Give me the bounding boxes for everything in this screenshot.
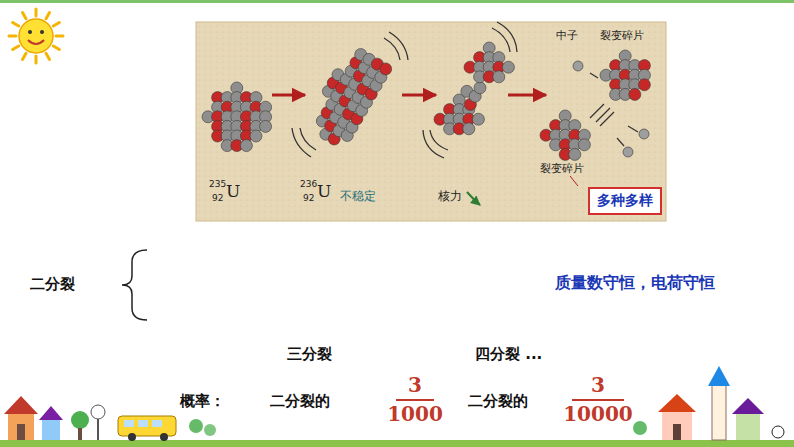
element-symbol: U bbox=[317, 182, 331, 201]
denominator: 1000 bbox=[387, 403, 443, 425]
conservation-note: 质量数守恒，电荷守恒 bbox=[555, 274, 715, 292]
numerator: 3 bbox=[408, 374, 422, 396]
atomic-number: 92 bbox=[212, 194, 223, 204]
note-box: 多种多样 bbox=[588, 187, 662, 215]
sun-icon bbox=[9, 9, 63, 63]
note-text: 多种多样 bbox=[597, 192, 653, 210]
scenery bbox=[0, 366, 794, 447]
force-arrow bbox=[467, 192, 480, 205]
brace bbox=[122, 250, 147, 320]
mass-number: 235 bbox=[209, 180, 226, 190]
fragment-label: 裂变碎片 bbox=[600, 30, 644, 42]
numerator: 3 bbox=[591, 374, 605, 396]
illustration-panel bbox=[196, 22, 666, 221]
nuclei bbox=[202, 42, 650, 160]
fraction-bar bbox=[396, 399, 434, 401]
fission-type: 四分裂 ... bbox=[475, 346, 542, 363]
fragment-label: 裂变碎片 bbox=[540, 163, 584, 175]
fraction-bar bbox=[572, 399, 624, 401]
force-label: 核力 bbox=[438, 190, 462, 203]
probability-label: 概率： bbox=[180, 393, 225, 410]
leader-line bbox=[570, 176, 578, 186]
vibration-lines bbox=[292, 22, 517, 158]
fission-type: 三分裂 bbox=[287, 346, 332, 363]
state-label: 不稳定 bbox=[340, 190, 376, 203]
neutron-label: 中子 bbox=[556, 30, 578, 42]
probability-text: 二分裂的 bbox=[270, 393, 330, 410]
step-arrow bbox=[402, 94, 436, 97]
step-arrow bbox=[272, 94, 305, 97]
atomic-number: 92 bbox=[303, 194, 314, 204]
mass-number: 236 bbox=[300, 180, 317, 190]
motion-lines bbox=[590, 73, 638, 146]
probability-text: 二分裂的 bbox=[468, 393, 528, 410]
fission-type: 二分裂 bbox=[30, 276, 75, 293]
top-bar bbox=[0, 0, 794, 3]
denominator: 10000 bbox=[563, 403, 633, 425]
step-arrow bbox=[508, 94, 546, 97]
element-symbol: U bbox=[226, 182, 240, 201]
